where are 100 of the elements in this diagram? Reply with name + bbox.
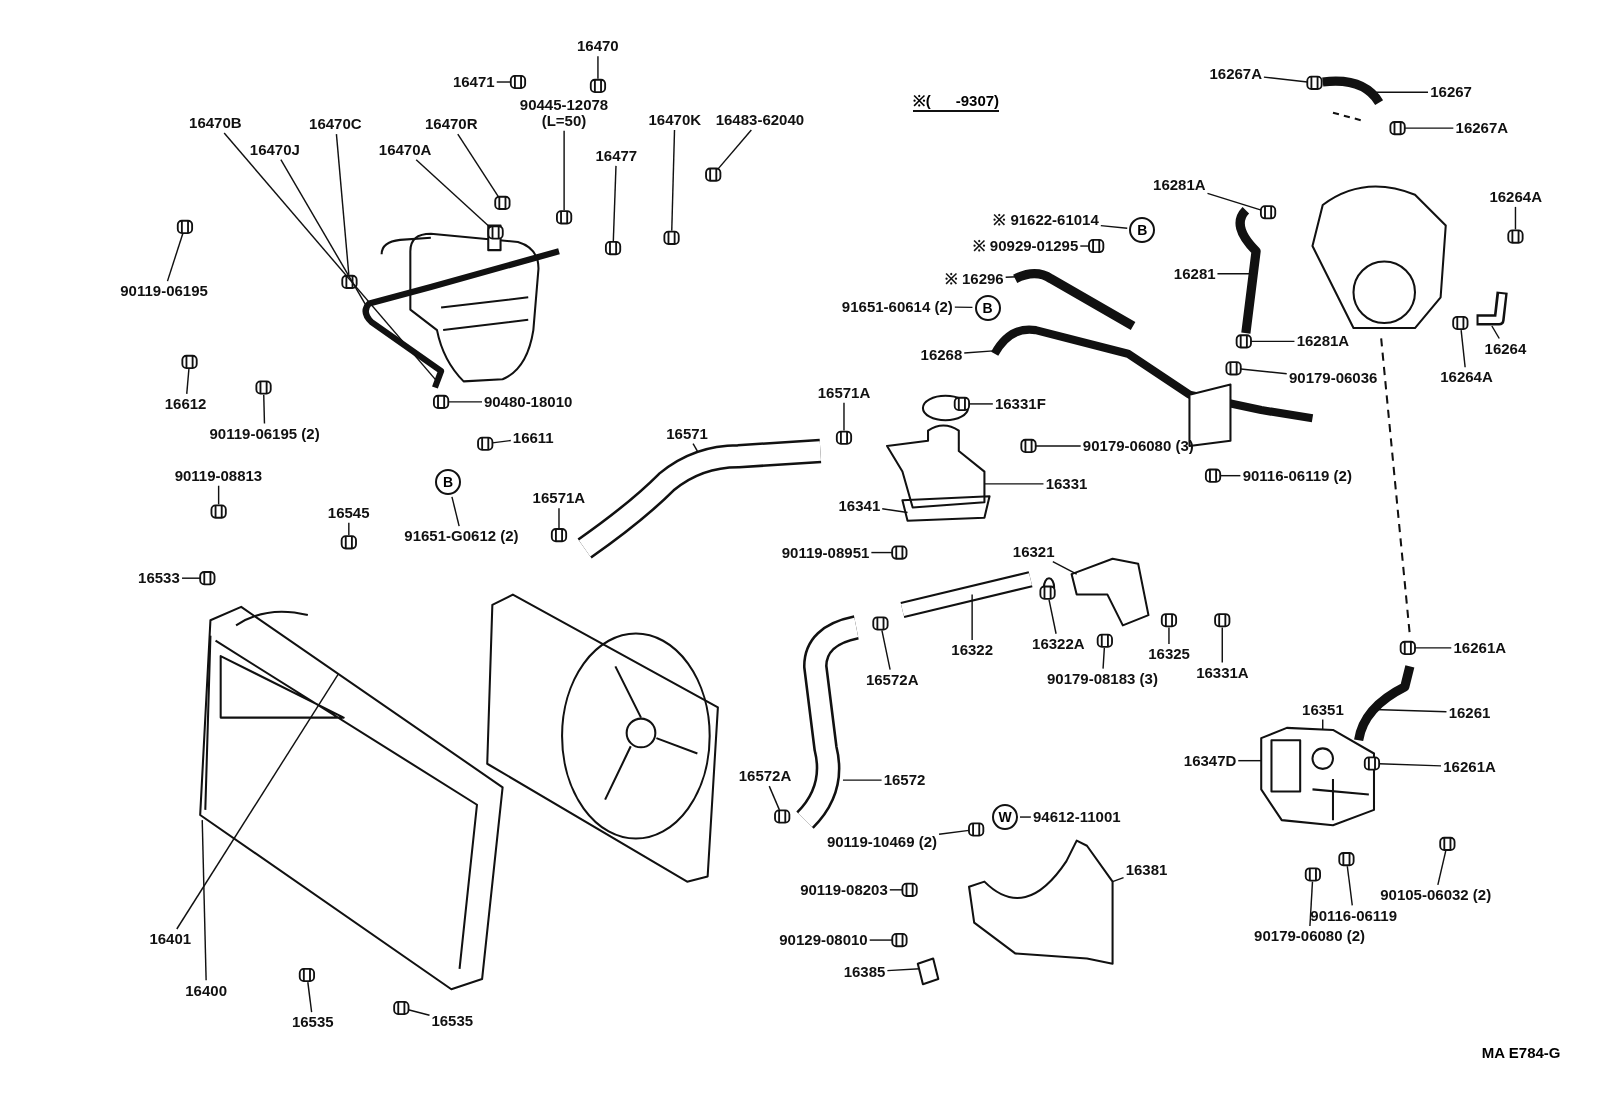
callout-number: 16385 — [843, 964, 886, 981]
leader-line — [1491, 325, 1500, 340]
leader-line — [1100, 224, 1128, 229]
hose-drawing — [1235, 207, 1261, 334]
callout-number: 16261A — [1453, 640, 1507, 657]
leader-line — [558, 507, 560, 529]
callout-number: 16572 — [883, 772, 926, 789]
hose-drawing — [1013, 269, 1136, 330]
callout-number: 16401 — [149, 931, 192, 948]
leader-line — [1048, 599, 1057, 635]
leader-line — [983, 483, 1045, 485]
leader-line — [415, 159, 492, 229]
callout-number: 16351 — [1302, 701, 1344, 718]
small-part-drawing — [589, 78, 607, 93]
callout-number: 16470 — [577, 38, 619, 55]
small-part-drawing — [199, 571, 216, 586]
leader-line — [881, 629, 891, 671]
callout-number: 90179-08183 (3) — [1046, 670, 1158, 687]
callout-number: 16470K — [648, 112, 702, 128]
callout-number: 90119-06195 — [120, 283, 208, 300]
leader-line — [768, 785, 781, 811]
callout-number: 16535 — [291, 1014, 334, 1031]
leader-line — [217, 485, 220, 506]
small-part-drawing — [1204, 468, 1222, 483]
leader-line — [671, 129, 676, 232]
leader-line — [1019, 816, 1032, 818]
callout-number: 16611 — [512, 429, 554, 446]
leader-line — [938, 829, 970, 835]
callout-number: 16264A — [1489, 188, 1542, 205]
small-part-drawing — [1399, 640, 1416, 655]
reservoir-tank-drawing — [362, 224, 560, 389]
callout-number: 16572A — [738, 768, 792, 785]
reference-circle: W — [992, 804, 1018, 831]
small-part-drawing — [340, 535, 357, 550]
small-part-drawing — [509, 74, 527, 90]
leader-line — [954, 306, 974, 309]
leader-line — [307, 981, 313, 1013]
leader-line — [1437, 850, 1447, 886]
callout-number: 16281A — [1296, 333, 1350, 350]
small-part-drawing — [1338, 852, 1355, 867]
leader-line — [1168, 626, 1170, 645]
small-part-drawing — [891, 545, 908, 560]
callout-number: 16470J — [249, 141, 300, 158]
callout-number: 16571A — [817, 384, 871, 401]
small-part-drawing — [835, 430, 853, 445]
small-part-drawing — [705, 167, 722, 182]
leader-line — [869, 939, 893, 941]
callout-number: 16331 — [1045, 476, 1088, 493]
leader-line — [612, 165, 617, 242]
callout-number: 16281 — [1173, 265, 1216, 282]
callout-number: 16331A — [1196, 664, 1249, 681]
leader-line — [1111, 876, 1125, 883]
leader-line — [166, 233, 184, 282]
leader-line — [1052, 560, 1078, 575]
leader-line — [1346, 865, 1353, 907]
small-part-drawing — [1507, 229, 1524, 244]
small-part-drawing — [891, 933, 908, 948]
leader-line — [451, 496, 460, 527]
callout-number: 16322 — [951, 642, 994, 659]
leader-line — [842, 779, 883, 781]
callout-number: 90119-06195 (2) — [209, 425, 320, 442]
small-part-drawing — [433, 394, 450, 409]
leader-line — [1206, 192, 1262, 211]
small-part-drawing — [181, 354, 198, 369]
leader-line — [889, 889, 904, 891]
callout-number: 16533 — [138, 570, 180, 587]
small-part-drawing — [901, 882, 918, 897]
lower-hose-drawing — [796, 615, 860, 829]
callout-number: 16483-62040 — [715, 112, 805, 128]
leader-line — [717, 129, 753, 170]
leader-line — [870, 551, 893, 554]
callout-number: 16281A — [1153, 176, 1206, 193]
callout-number: 90116-06119 — [1310, 907, 1398, 924]
callout-number: 90119-10469 (2) — [826, 833, 937, 850]
small-part-drawing — [968, 822, 985, 837]
callout-number: 90119-08951 — [781, 544, 870, 561]
callout-number: 16267A — [1455, 120, 1509, 137]
callout-number: 91651-G0612 (2) — [404, 528, 519, 545]
callout-number: 16322A — [1032, 636, 1085, 652]
small-part-drawing — [393, 1000, 410, 1016]
small-part-drawing — [487, 225, 504, 240]
leader-line — [1514, 206, 1517, 231]
note-text: ※( -9307) — [912, 90, 1000, 113]
callout-number: 16400 — [185, 982, 227, 999]
leader-line — [181, 577, 201, 579]
leader-line — [348, 521, 350, 536]
callout-number: 16470C — [309, 116, 362, 133]
leader-line — [1079, 245, 1090, 247]
callout-number: 16477 — [595, 147, 638, 164]
small-part-drawing — [774, 809, 791, 824]
leader-line — [1404, 127, 1455, 129]
leader-line — [201, 819, 207, 981]
small-part-drawing — [298, 967, 315, 983]
callout-number: 90179-06080 (3) — [1082, 438, 1194, 455]
reference-circle: B — [1129, 216, 1156, 243]
callout-number: 90179-06036 — [1288, 370, 1378, 387]
small-part-drawing — [1452, 315, 1469, 331]
callout-number: ※ 90929-01295 — [972, 238, 1079, 255]
callout-number: 16571A — [532, 490, 586, 507]
leader-line — [457, 133, 500, 198]
